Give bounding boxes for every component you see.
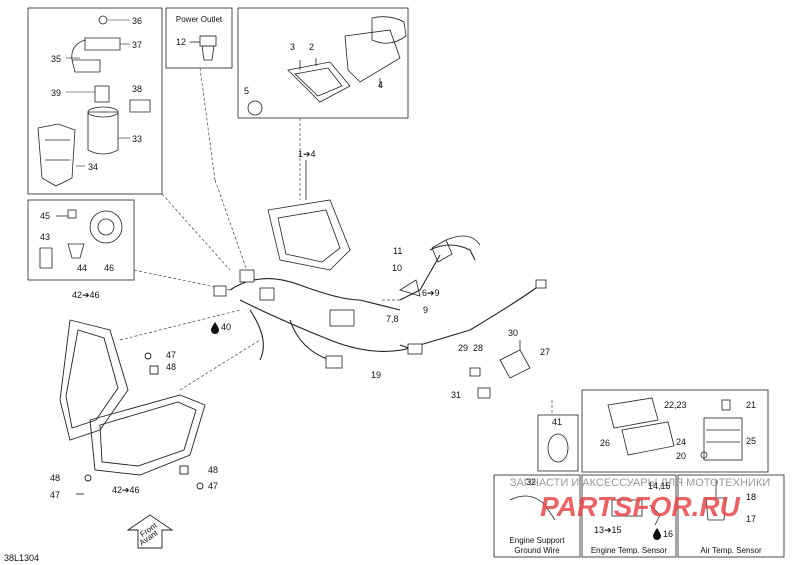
callout: 2 — [309, 42, 314, 52]
callout: 32 — [526, 477, 536, 487]
callout: 14,15 — [648, 481, 671, 491]
callout: 24 — [676, 437, 686, 447]
callout: 5 — [244, 86, 249, 96]
engine-temp-title: Engine Temp. Sensor — [591, 546, 668, 555]
engine-support-title-2: Ground Wire — [514, 546, 560, 555]
callout: 35 — [51, 54, 61, 64]
callout: 46 — [104, 263, 114, 273]
callout: 21 — [746, 400, 756, 410]
callout: 7,8 — [386, 314, 399, 324]
callout: 4 — [378, 80, 383, 90]
watermark-line: ЗАПЧАСТИ И АКСЕССУАРЫ ДЛЯ МОТОТЕХНИКИ — [510, 477, 770, 489]
callout: 48 — [50, 473, 60, 483]
callout: 47 — [208, 481, 218, 491]
callout: 26 — [600, 438, 610, 448]
power-outlet-title: Power Outlet — [176, 15, 223, 24]
callout: 17 — [746, 514, 756, 524]
callout: 38 — [132, 84, 142, 94]
callout: 33 — [132, 134, 142, 144]
box-air-temp — [677, 474, 785, 558]
diagram-code: 38L1304 — [4, 553, 39, 563]
callout: 19 — [371, 370, 381, 380]
callout: 34 — [88, 162, 98, 172]
callout: 44 — [77, 263, 87, 273]
callout: 39 — [51, 88, 61, 98]
box-engine-temp — [581, 474, 677, 558]
box-gauge — [237, 7, 409, 119]
callout: 11 — [393, 246, 402, 256]
callouts: 36 37 35 38 39 33 34 12 3 2 5 4 1➔4 45 4… — [40, 16, 756, 539]
callout: 45 — [40, 211, 50, 221]
callout: 29 — [458, 343, 468, 353]
droplet-icon — [653, 528, 661, 540]
callout: 6➔9 — [422, 288, 440, 298]
callout: 42➔46 — [72, 290, 100, 300]
callout: 36 — [132, 16, 142, 26]
droplet-icon — [211, 322, 219, 334]
callout: 41 — [552, 417, 562, 427]
callout: 16 — [663, 529, 673, 539]
engine-support-title-1: Engine Support — [509, 536, 565, 545]
callout: 22,23 — [664, 400, 687, 410]
callout: 1➔4 — [298, 149, 316, 159]
box-41 — [537, 414, 579, 472]
callout: 28 — [473, 343, 483, 353]
callout: 13➔15 — [594, 525, 622, 535]
box-fusebox — [581, 389, 769, 473]
box-top-left — [27, 7, 163, 195]
callout: 48 — [208, 465, 218, 475]
box-power-outlet — [165, 7, 233, 69]
callout: 9 — [423, 305, 428, 315]
callout: 12 — [176, 37, 186, 47]
callout: 43 — [40, 232, 50, 242]
callout: 10 — [392, 263, 402, 273]
callout: 3 — [290, 42, 295, 52]
callout: 25 — [746, 436, 756, 446]
callout: 42➔46 — [112, 485, 140, 495]
callout: 20 — [676, 451, 686, 461]
callout: 48 — [166, 362, 176, 372]
callout: 18 — [746, 492, 756, 502]
callout: 47 — [50, 490, 60, 500]
callout: 31 — [451, 390, 461, 400]
watermark-logo: PARTSFOR.RU — [540, 491, 740, 522]
callout: 37 — [132, 40, 142, 50]
callout: 47 — [166, 350, 176, 360]
box-bulb — [27, 199, 135, 281]
callout: 27 — [540, 347, 550, 357]
box-engine-support — [493, 474, 581, 558]
air-temp-title: Air Temp. Sensor — [700, 546, 762, 555]
callout: 30 — [508, 328, 518, 338]
callout: 40 — [221, 322, 231, 332]
